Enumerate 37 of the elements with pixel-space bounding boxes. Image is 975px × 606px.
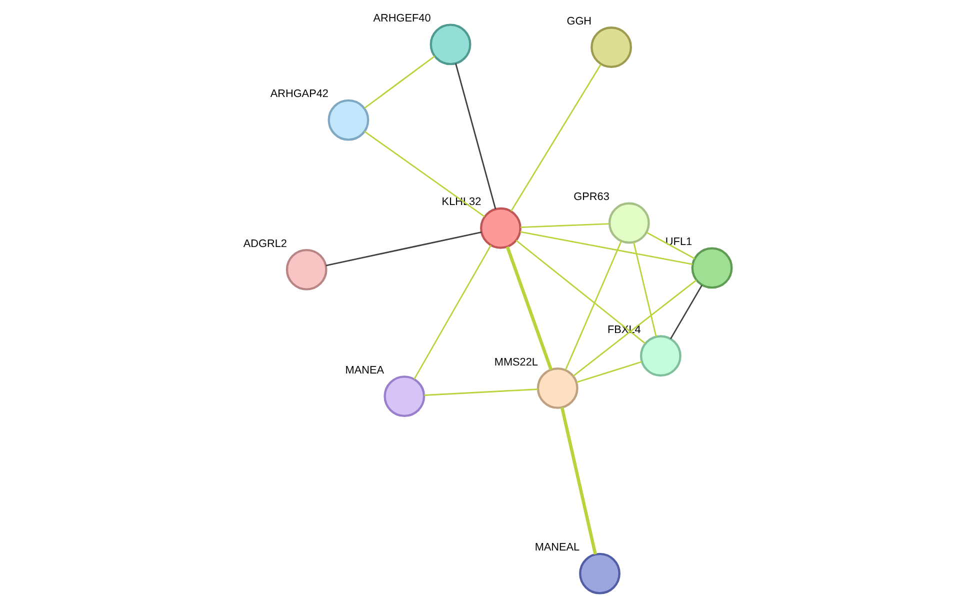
node-circle	[328, 99, 370, 141]
connector	[572, 280, 697, 377]
node-circle	[480, 207, 522, 249]
connector	[564, 241, 622, 370]
node-label: MANEAL	[534, 542, 580, 554]
node-circle	[384, 376, 426, 418]
node-label: GPR63	[574, 191, 610, 204]
node-circle	[691, 247, 733, 289]
node-label: MMS22L	[494, 356, 538, 368]
connector	[424, 388, 538, 396]
node-circle	[608, 202, 650, 244]
connector	[455, 63, 496, 210]
node-circle	[286, 248, 328, 290]
connector	[326, 232, 482, 266]
node-label: GGH	[566, 15, 592, 28]
node-label: MANEA	[345, 364, 384, 376]
connector	[516, 240, 646, 344]
connector	[414, 244, 492, 380]
connector	[364, 130, 485, 218]
connector	[646, 232, 696, 260]
node-circle	[579, 552, 620, 594]
node-label: ARHGEF40	[373, 12, 431, 25]
connector	[633, 242, 657, 337]
node-circle	[536, 367, 578, 409]
node-label: ARHGAP42	[270, 88, 328, 100]
connector	[520, 223, 610, 228]
connector	[576, 361, 642, 383]
node-circle	[640, 335, 682, 377]
connector	[364, 56, 436, 109]
node-circle	[590, 26, 632, 68]
connector	[670, 284, 702, 340]
node-circle	[430, 24, 472, 66]
node-label: ADGRL2	[243, 238, 287, 250]
connector	[510, 64, 602, 212]
connector	[560, 406, 597, 555]
connector	[520, 231, 693, 265]
connector	[506, 246, 553, 370]
